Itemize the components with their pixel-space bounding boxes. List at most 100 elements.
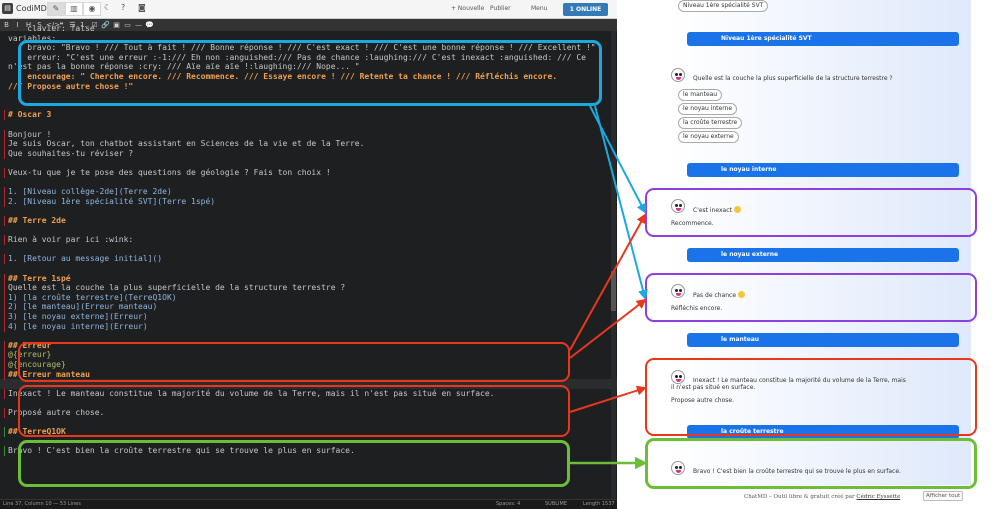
gutter-change-marker: [4, 427, 5, 438]
toolbar-button-13[interactable]: 💬: [145, 20, 154, 29]
toolbar-button-3[interactable]: S: [37, 20, 42, 29]
code-line: 3) [le noyau externe](Erreur): [8, 312, 148, 321]
code-line: 1) [la croûte terrestre](TerreQ1OK): [8, 292, 177, 302]
gutter-change-marker: [4, 148, 5, 159]
gutter-change-marker: [4, 446, 5, 457]
code-line: n'est pas la bonne réponse :cry: /// Aïe…: [8, 62, 360, 72]
gutter-change-marker: [4, 254, 5, 265]
indent-setting[interactable]: Spaces: 4: [496, 501, 521, 507]
gutter-change-marker: [4, 283, 5, 294]
brand-label: CodiMD: [16, 4, 47, 13]
bot-reply-1-line-1: C'est inexact: [693, 206, 741, 215]
bot-reply-3-line-2: il n'est pas situé en surface.: [671, 384, 756, 391]
code-line: variables:: [8, 33, 57, 43]
toolbar-button-6[interactable]: ☰: [69, 20, 76, 29]
user-message-level: Niveau 1ère spécialité SVT: [687, 32, 959, 46]
gutter-change-marker: [4, 273, 5, 284]
gutter-change-marker: [4, 321, 5, 332]
code-line: 2. [Niveau 1ère spécialité SVT](Terre 1s…: [8, 196, 216, 206]
toolbar-button-9[interactable]: 🔗: [101, 20, 110, 29]
chatmd-footer: ChatMD – Outil libre & gratuit créé par …: [744, 494, 901, 500]
current-line-highlight: [0, 379, 617, 389]
code-line: ## Erreur: [8, 340, 52, 350]
gutter-change-marker: [4, 235, 5, 246]
annotation-box-reply-1: [645, 188, 977, 237]
toolbar-button-4[interactable]: </>: [46, 20, 61, 29]
toolbar-button-10[interactable]: ▣: [113, 20, 120, 29]
gutter-change-marker: [4, 110, 5, 121]
editor-scrollbar[interactable]: [611, 31, 616, 499]
code-line: 1. [Retour au message initial](): [8, 254, 163, 264]
laughing-emoji-icon: [737, 291, 745, 298]
camera-icon[interactable]: ◙: [138, 3, 146, 12]
annotation-box-terreq1ok: [18, 440, 570, 487]
gutter-change-marker: [4, 340, 5, 351]
bot-avatar-icon: [671, 461, 685, 475]
split-mode-icon[interactable]: ▥: [65, 2, 83, 16]
code-line: Je suis Oscar, ton chatbot assistant en …: [8, 139, 365, 149]
gutter-change-marker: [4, 196, 5, 207]
choice-noyau-externe[interactable]: le noyau externe: [678, 131, 739, 143]
toolbar-button-2[interactable]: H: [25, 20, 32, 29]
toolbar-button-0[interactable]: B: [4, 20, 9, 29]
gutter-change-marker: [4, 408, 5, 418]
code-line: Quelle est la couche la plus superficiel…: [8, 283, 346, 293]
code-line: ## Erreur manteau: [8, 369, 90, 379]
navbar: ▤ CodiMD ✎ ▥ ◉ ☾ ? ◙ + Nouvelle Publier …: [0, 0, 617, 19]
code-line: Proposé autre chose.: [8, 408, 105, 417]
annotation-box-reply-4: [645, 438, 977, 489]
user-message-3: le manteau: [687, 333, 959, 347]
editor-pane: ▤ CodiMD ✎ ▥ ◉ ☾ ? ◙ + Nouvelle Publier …: [0, 0, 617, 509]
online-users-button[interactable]: 1 ONLINE: [563, 3, 608, 16]
author-link[interactable]: Cédric Eyssette: [856, 494, 901, 500]
annotation-box-erreur: [18, 342, 570, 382]
gutter-change-marker: [4, 187, 5, 198]
code-line: ## Terre 2de: [8, 216, 66, 225]
toolbar-button-8[interactable]: ☑: [91, 20, 98, 29]
gutter-change-marker: [4, 302, 5, 313]
toolbar-button-7[interactable]: 1.: [80, 20, 87, 29]
user-message-1: le noyau interne: [687, 163, 959, 177]
code-line: # Oscar 3: [8, 110, 52, 120]
code-line: @{erreur}: [8, 350, 52, 360]
annotation-box-reply-2: [645, 273, 977, 322]
code-line: ## Terre 1spé: [8, 273, 71, 283]
help-icon[interactable]: ?: [121, 3, 126, 12]
codimd-logo-icon: ▤: [2, 3, 13, 14]
gutter-change-marker: [4, 388, 5, 399]
new-note-button[interactable]: + Nouvelle: [451, 5, 485, 12]
choice-top[interactable]: Niveau 1ère spécialité SVT: [678, 0, 769, 12]
annotation-box-erreur-manteau: [18, 385, 570, 437]
code-line: 2) [le manteau](Erreur manteau): [8, 302, 158, 312]
toolbar-button-5[interactable]: ❝: [59, 20, 64, 29]
brand[interactable]: ▤ CodiMD: [2, 3, 47, 14]
chat-column: [669, 0, 971, 485]
choice-manteau[interactable]: le manteau: [678, 89, 723, 101]
choice-croute-terrestre[interactable]: la croûte terrestre: [678, 117, 743, 129]
edit-mode-pencil-icon[interactable]: ✎: [47, 2, 65, 16]
scrollbar-thumb[interactable]: [611, 271, 616, 311]
code-line: clavier: false: [8, 24, 95, 33]
gutter-change-marker: [4, 139, 5, 150]
code-line: bravo: "Bravo ! /// Tout à fait ! /// Bo…: [8, 43, 596, 53]
night-mode-moon-icon[interactable]: ☾: [104, 3, 112, 12]
publish-button[interactable]: Publier: [490, 5, 511, 12]
code-line: /// Propose autre chose !": [8, 81, 134, 91]
annotation-box-reply-3: [645, 358, 977, 436]
keymap-setting[interactable]: SUBLIME: [545, 501, 567, 507]
bot-question: Quelle est la couche la plus superficiel…: [693, 75, 893, 82]
choice-noyau-interne[interactable]: le noyau interne: [678, 103, 738, 115]
toolbar-button-1[interactable]: I: [16, 20, 19, 29]
toolbar-button-12[interactable]: —: [135, 20, 142, 29]
show-all-button[interactable]: Afficher tout: [923, 491, 964, 501]
bot-avatar-icon: [671, 199, 685, 213]
document-length: Length 1537: [583, 501, 615, 507]
code-line: encourage: " Cherche encore. /// Recomme…: [8, 72, 558, 81]
code-line: Rien à voir par ici :wink:: [8, 235, 134, 245]
view-mode-eye-icon[interactable]: ◉: [83, 2, 101, 16]
menu-button[interactable]: Menu: [531, 5, 548, 12]
toolbar-button-11[interactable]: ▭: [124, 20, 131, 29]
code-line: Veux-tu que je te pose des questions de …: [8, 168, 331, 177]
